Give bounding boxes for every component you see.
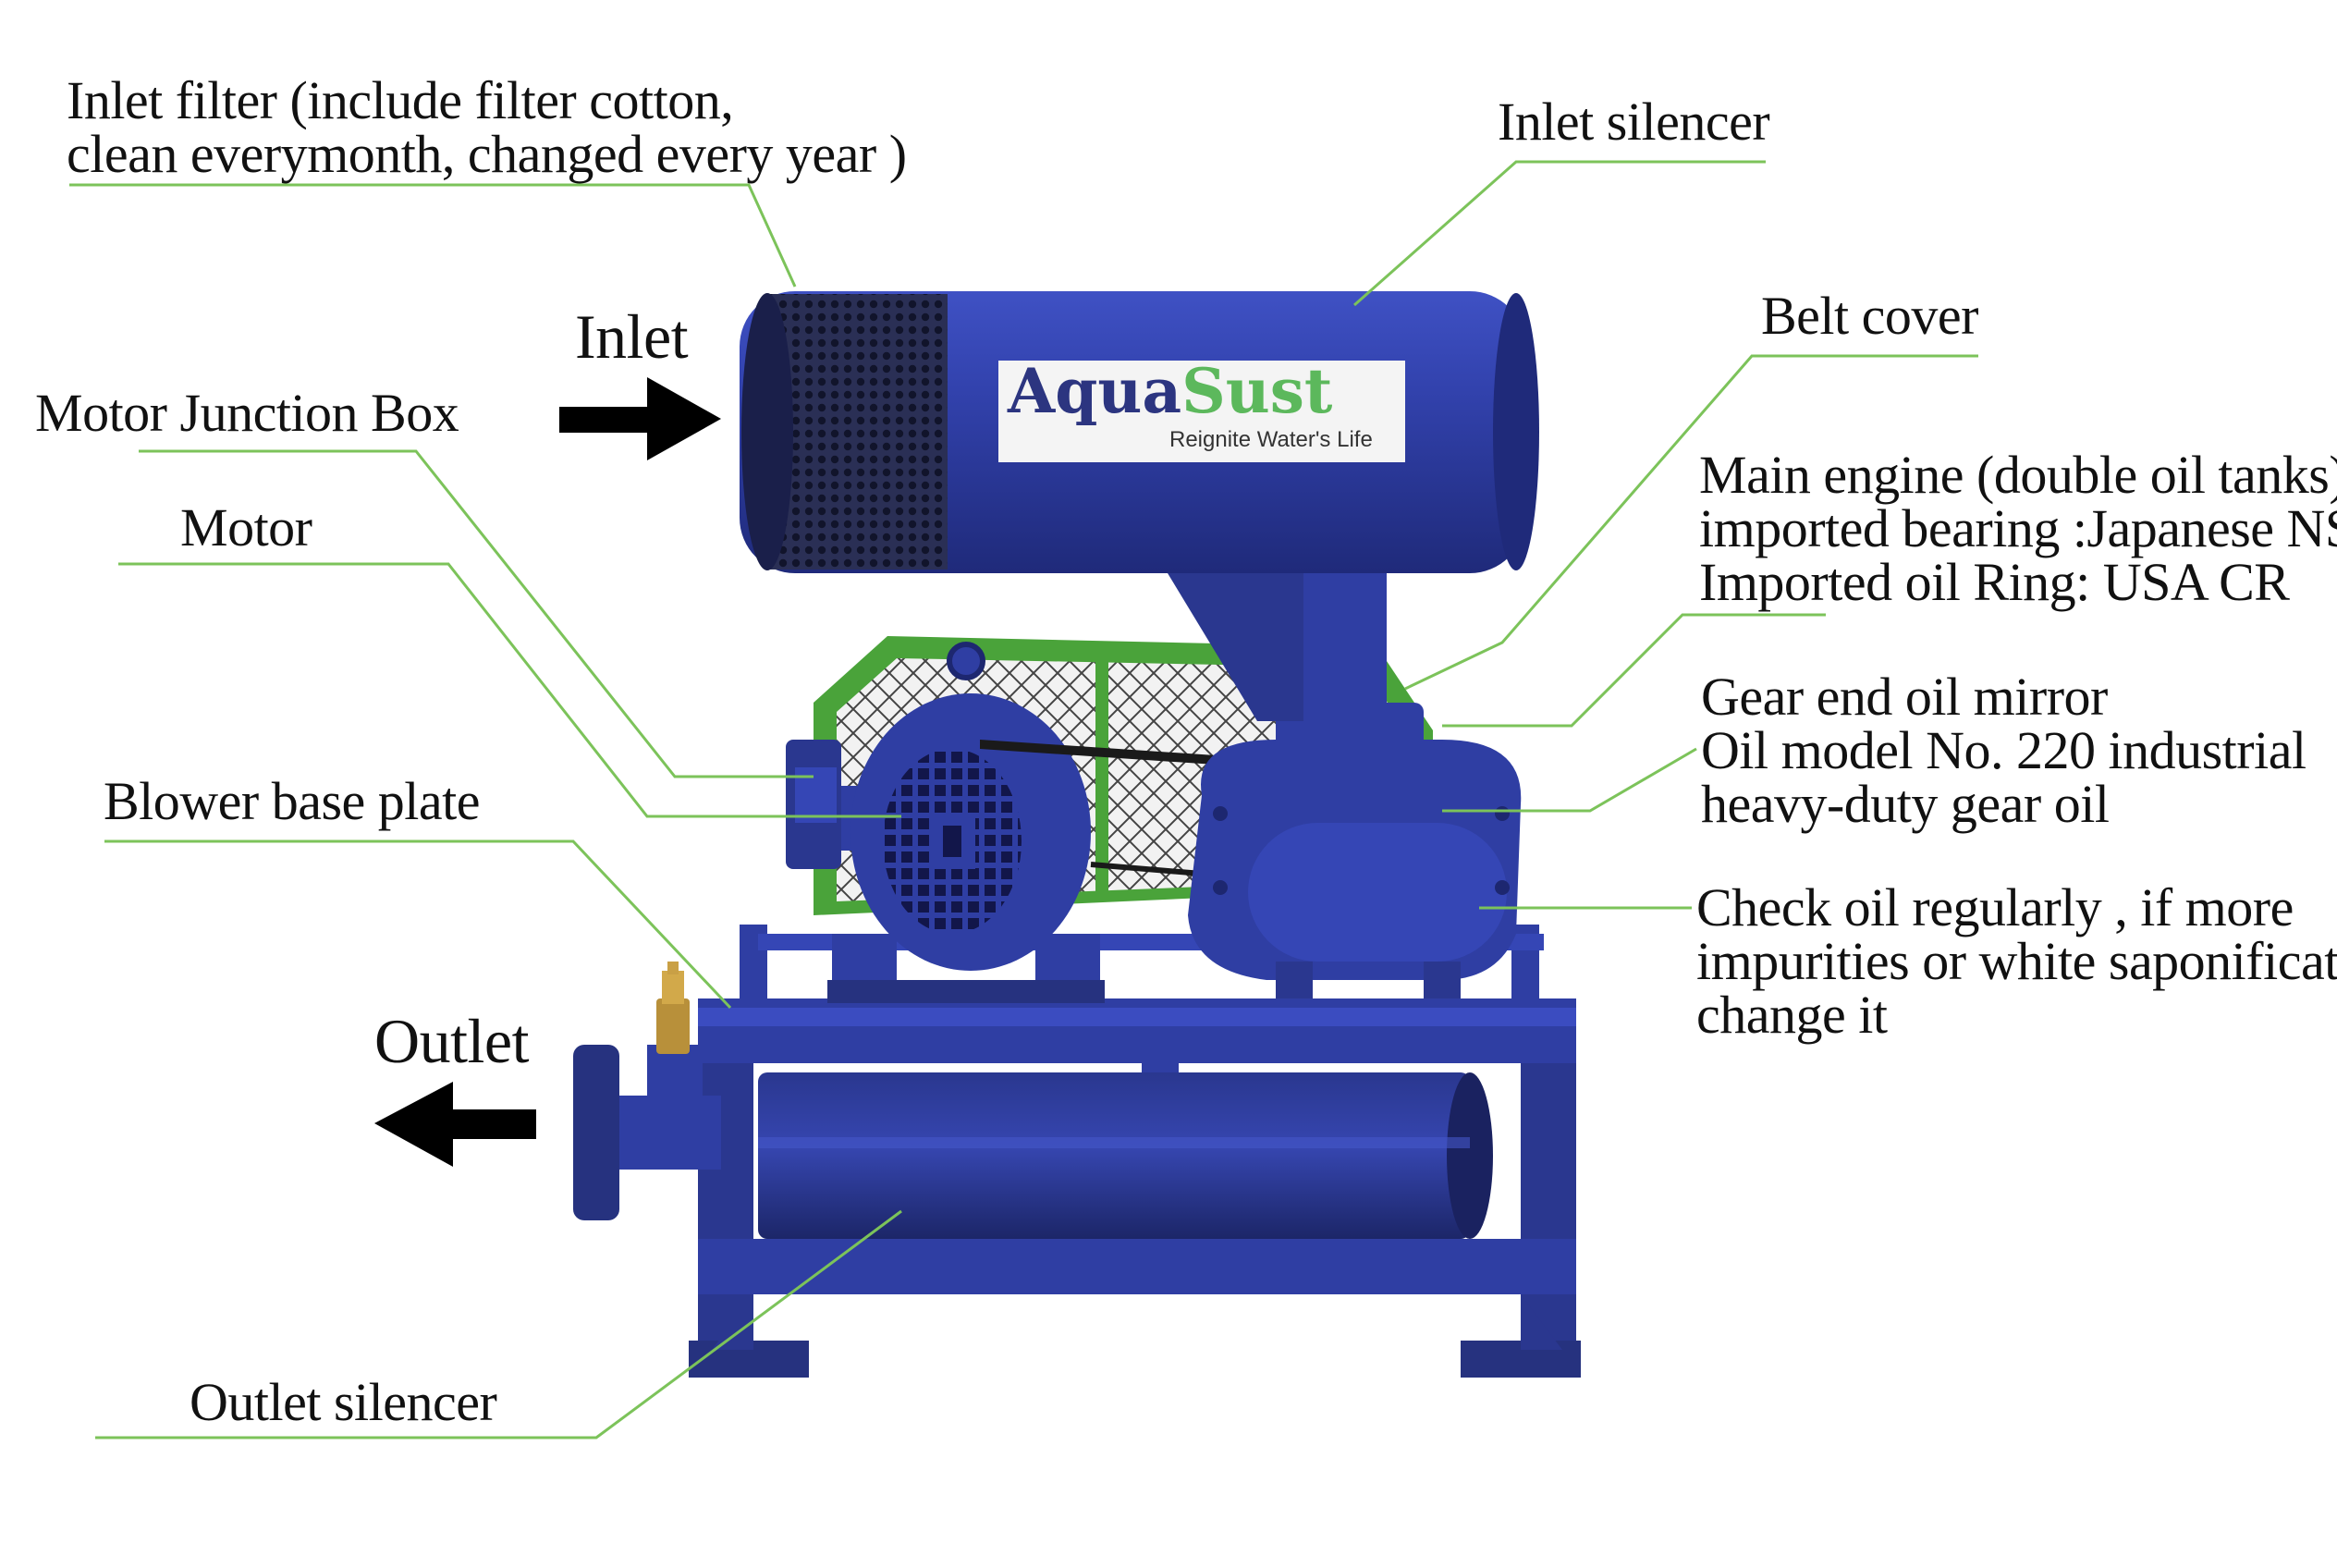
logo-wordmark: AquaSust xyxy=(1008,359,1396,423)
label-check-oil-line3: change it xyxy=(1696,988,2337,1042)
logo-tagline: Reignite Water's Life xyxy=(1169,427,1373,453)
label-main-engine-line2: imported bearing :Japanese NSK xyxy=(1699,502,2337,556)
label-main-engine: Main engine (double oil tanks) imported … xyxy=(1699,448,2337,609)
logo-name-part2: Sust xyxy=(1181,355,1332,427)
label-main-engine-line1: Main engine (double oil tanks) xyxy=(1699,448,2337,502)
label-blower-base-plate: Blower base plate xyxy=(104,775,480,828)
outlet-silencer xyxy=(758,1072,1493,1239)
label-gear-end-line2: Oil model No. 220 industrial xyxy=(1701,724,2306,778)
label-check-oil-line1: Check oil regularly , if more xyxy=(1696,881,2337,935)
label-inlet-silencer: Inlet silencer xyxy=(1498,95,1769,149)
label-gear-end-line3: heavy-duty gear oil xyxy=(1701,778,2306,831)
label-inlet-filter: Inlet filter (include filter cotton, cle… xyxy=(67,74,907,181)
label-inlet: Inlet xyxy=(575,305,688,368)
label-motor-junction-box: Motor Junction Box xyxy=(35,386,459,440)
outlet-arrow-icon xyxy=(374,1082,536,1167)
label-outlet: Outlet xyxy=(374,1010,529,1072)
label-belt-cover: Belt cover xyxy=(1761,289,1978,343)
label-check-oil-line2: impurities or white saponification, xyxy=(1696,935,2337,988)
label-motor: Motor xyxy=(180,501,312,555)
label-check-oil: Check oil regularly , if more impurities… xyxy=(1696,881,2337,1042)
inlet-arrow-icon xyxy=(559,377,721,460)
label-inlet-filter-line1: Inlet filter (include filter cotton, xyxy=(67,74,907,128)
label-gear-end-line1: Gear end oil mirror xyxy=(1701,670,2306,724)
logo-name-part1: Aqua xyxy=(1008,355,1181,427)
label-gear-end: Gear end oil mirror Oil model No. 220 in… xyxy=(1701,670,2306,831)
label-outlet-silencer: Outlet silencer xyxy=(190,1376,496,1429)
label-inlet-filter-line2: clean everymonth, changed every year ) xyxy=(67,128,907,181)
label-main-engine-line3: Imported oil Ring: USA CR xyxy=(1699,556,2337,609)
